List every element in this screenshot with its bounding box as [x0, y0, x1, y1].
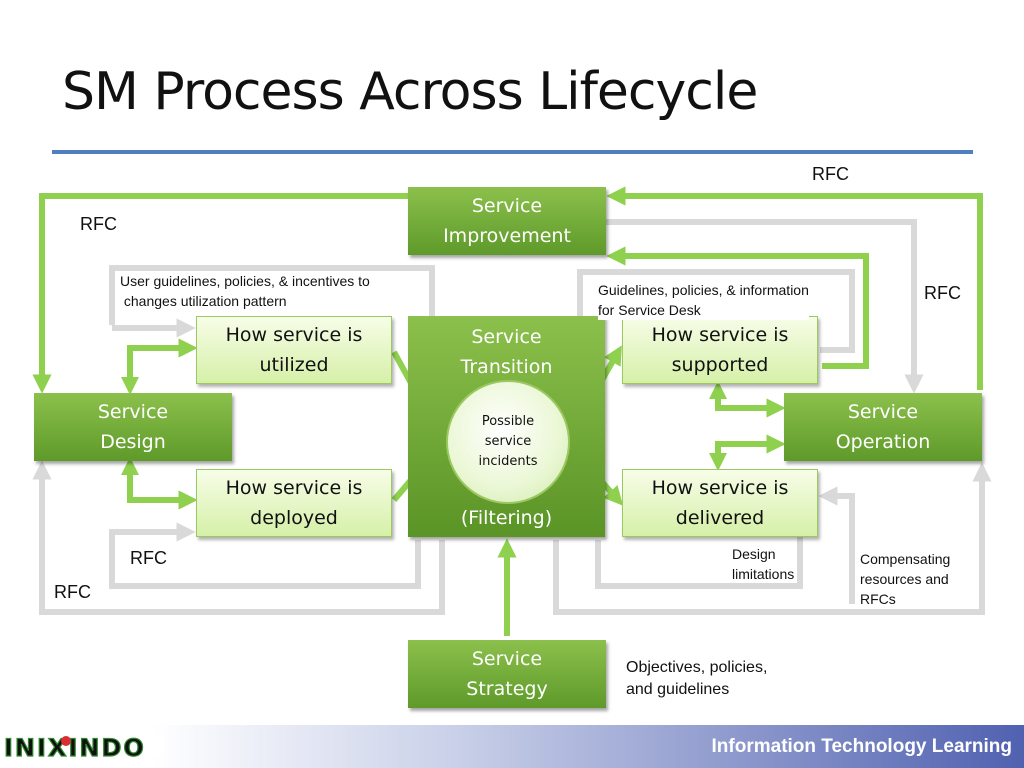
logo-letters: INIXINDO [3, 733, 164, 761]
gray-arrow-compensating [818, 486, 855, 604]
green-arrow-design-utilized [121, 338, 198, 395]
gray-arrow-inner-lower-rfc [109, 522, 421, 589]
service-design-label: Service Design [97, 401, 169, 453]
gray-arrow-design-limitations [595, 504, 803, 589]
supported-label: How service is supported [651, 324, 789, 376]
service-strategy-box: Service Strategy [408, 640, 606, 708]
rfc-label-upper-left: RFC [80, 214, 117, 234]
page-title: SM Process Across Lifecycle [62, 62, 758, 122]
green-arrow-design-deployed [121, 457, 198, 510]
utilized-label: How service is utilized [225, 324, 363, 376]
logo-red-mark [61, 736, 71, 746]
logo-text: INIXINDO [4, 734, 146, 761]
objectives-label: Objectives, policies, and guidelines [626, 659, 768, 698]
rfc-label-lower-inner: RFC [130, 548, 167, 568]
possible-incidents-label: Possible service incidents [478, 414, 538, 469]
service-design-box: Service Design [34, 393, 232, 461]
gray-arrow-delivered-loop [553, 462, 992, 615]
service-operation-box: Service Operation [784, 393, 982, 461]
green-arrow-operation-to-improvement [606, 186, 983, 390]
utilized-box: How service is utilized [196, 316, 392, 384]
green-arrow-supported-to-improvement [606, 246, 869, 369]
service-strategy-label: Service Strategy [466, 648, 548, 700]
rfc-label-lower-outer: RFC [54, 582, 91, 602]
design-limitations-label: Design limitations [732, 546, 795, 582]
supported-box: How service is supported [622, 316, 818, 384]
rfc-label-top: RFC [812, 164, 849, 184]
footer-bar: Information Technology Learning [0, 725, 1024, 768]
filtering-label: (Filtering) [460, 507, 553, 529]
footer-text: Information Technology Learning [711, 736, 1012, 757]
deployed-box: How service is deployed [196, 469, 392, 537]
gray-arrow-supported-to-desk-loop [577, 269, 855, 353]
service-operation-label: Service Operation [835, 401, 931, 453]
delivered-label: How service is delivered [651, 477, 789, 529]
possible-incidents-circle: Possible service incidents [446, 380, 570, 504]
deployed-label: How service is deployed [225, 477, 363, 529]
gray-arrow-outer-lower-rfc [32, 460, 445, 615]
green-arrow-delivered-operation [709, 434, 786, 471]
service-improvement-label: Service Improvement [443, 195, 571, 247]
green-arrow-top-to-design [32, 193, 410, 394]
service-improvement-box: Service Improvement [408, 187, 606, 255]
rfc-label-right: RFC [924, 283, 961, 303]
title-underline [52, 150, 973, 154]
gray-arrow-improvement-to-operation [606, 219, 924, 394]
gray-arrow-user-guideline-loop [109, 265, 435, 328]
green-arrow-supported-operation [709, 381, 786, 418]
service-desk-label: Guidelines, policies, & information for … [598, 280, 809, 320]
service-transition-title: Service Transition [460, 326, 553, 378]
inixindo-logo: INIXINDO [3, 733, 164, 761]
delivered-box: How service is delivered [622, 469, 818, 537]
user-guidelines-label: User guidelines, policies, & incentives … [120, 271, 370, 311]
compensating-label: Compensating resources and RFCs [860, 551, 951, 607]
